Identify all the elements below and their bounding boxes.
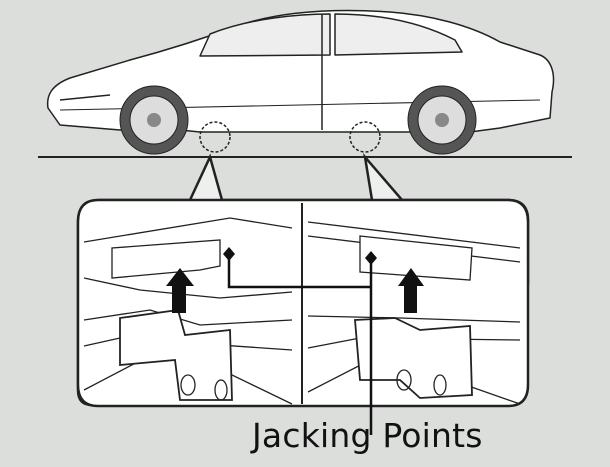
front-jack-point-marker bbox=[199, 121, 231, 153]
left-up-arrow-icon bbox=[166, 268, 194, 313]
left-jack-detail bbox=[83, 217, 293, 405]
rear-wheel bbox=[407, 85, 477, 155]
front-wheel bbox=[119, 85, 189, 155]
right-jack-point-diamond-icon bbox=[365, 251, 377, 265]
rear-jack-point-marker bbox=[349, 121, 381, 153]
jacking-point-leader-lines bbox=[227, 254, 373, 435]
jacking-points-label: Jacking Points bbox=[252, 416, 483, 455]
left-jack-point-diamond-icon bbox=[223, 247, 235, 261]
right-up-arrow-icon bbox=[398, 268, 424, 313]
right-jack-detail bbox=[307, 221, 521, 405]
